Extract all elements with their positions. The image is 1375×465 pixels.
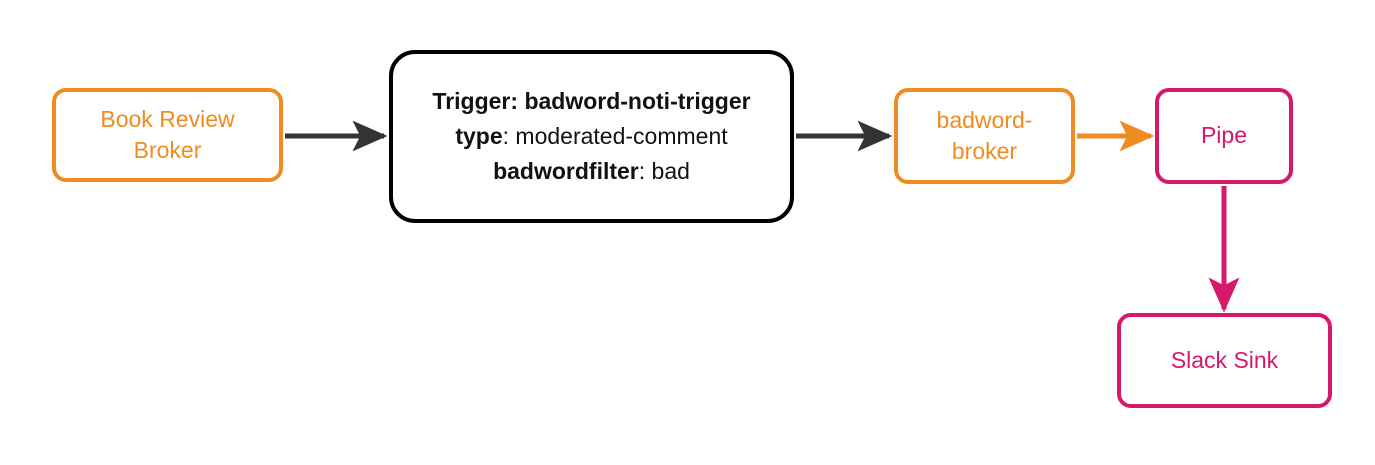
trigger-badwordfilter-value: : bad <box>638 158 690 185</box>
node-pipe-label: Pipe <box>1200 122 1248 149</box>
node-pipe[interactable]: Pipe <box>1155 88 1293 184</box>
node-book-review-broker-label: Book Review Broker <box>100 105 235 163</box>
trigger-name-key: Trigger: <box>432 87 519 114</box>
trigger-line-name: Trigger: badword-noti-trigger <box>432 86 750 117</box>
trigger-line-badwordfilter: badwordfilter: bad <box>432 156 750 187</box>
node-book-review-broker[interactable]: Book Review Broker <box>52 88 283 182</box>
trigger-type-value: : moderated-comment <box>502 122 728 149</box>
node-badword-broker[interactable]: badword- broker <box>894 88 1075 184</box>
node-trigger[interactable]: Trigger: badword-noti-trigger type: mode… <box>389 50 794 223</box>
node-slack-sink-label: Slack Sink <box>1170 346 1279 373</box>
trigger-badwordfilter-key: badwordfilter <box>493 158 639 185</box>
trigger-detail-list: Trigger: badword-noti-trigger type: mode… <box>432 86 750 187</box>
trigger-type-key: type <box>455 122 503 149</box>
node-badword-broker-label: badword- broker <box>936 106 1033 164</box>
trigger-name-value: badword-noti-trigger <box>524 87 751 114</box>
trigger-line-type: type: moderated-comment <box>432 121 750 152</box>
node-slack-sink[interactable]: Slack Sink <box>1117 313 1332 408</box>
